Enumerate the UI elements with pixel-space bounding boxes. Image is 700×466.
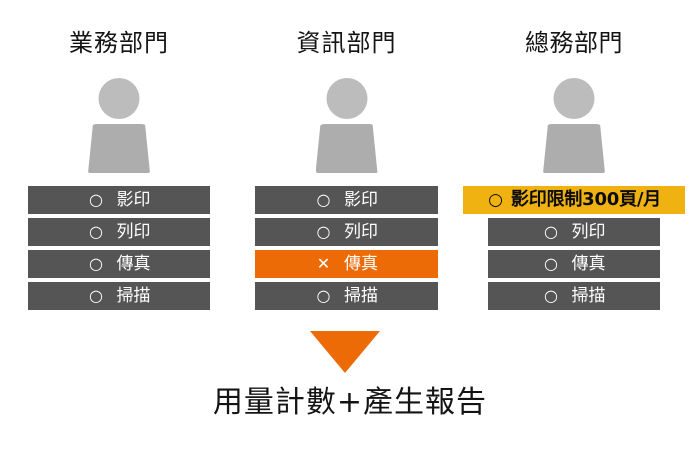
option-row-sales-scan[interactable]: ○ 掃描 [28,282,210,310]
option-label: 列印 [571,221,606,242]
department-title-it: 資訊部門 [296,29,397,57]
option-label: 影印 [344,189,378,210]
person-body-shape [315,124,378,173]
person-head-shape [326,78,367,119]
person-head-shape [98,78,140,119]
option-row-ga-copy-limited[interactable]: ○ 影印限制300頁/月 [463,186,685,214]
cross-blocked-icon: ✕ [316,254,331,273]
option-row-sales-print[interactable]: ○ 列印 [28,218,210,246]
circle-allowed-icon: ○ [316,190,331,209]
person-body-shape [543,124,605,173]
person-head-shape [553,78,595,119]
department-title-sales: 業務部門 [69,29,169,57]
department-column-it: 資訊部門 ○ 影印 ○ 列印 ✕ 傳真 ○ 掃描 [255,0,438,330]
circle-allowed-icon: ○ [488,189,503,210]
option-label: 傳真 [571,253,606,274]
circle-allowed-icon: ○ [89,190,103,209]
circle-allowed-icon: ○ [89,286,103,305]
circle-allowed-icon: ○ [544,222,558,241]
circle-allowed-icon: ○ [544,254,558,273]
circle-allowed-icon: ○ [316,222,331,241]
option-row-it-print[interactable]: ○ 列印 [255,218,438,246]
circle-allowed-icon: ○ [316,286,331,305]
option-label: 掃描 [571,285,606,306]
person-body-shape [88,124,150,173]
option-list-general-affairs: ○ 影印限制300頁/月 ○ 列印 ○ 傳真 ○ 掃描 [463,186,685,310]
option-label: 影印限制300頁/月 [510,189,662,210]
department-column-general-affairs: 總務部門 ○ 影印限制300頁/月 ○ 列印 ○ 傳真 ○ 掃描 [463,0,685,330]
down-triangle-arrow-icon [310,331,380,373]
circle-allowed-icon: ○ [544,286,558,305]
arrow-triangle-shape [310,331,380,373]
circle-allowed-icon: ○ [89,254,103,273]
option-label: 列印 [344,221,378,242]
person-silhouette-icon-it [315,78,378,173]
option-row-sales-copy[interactable]: ○ 影印 [28,186,210,214]
circle-allowed-icon: ○ [89,222,103,241]
option-row-it-fax-blocked[interactable]: ✕ 傳真 [255,250,438,278]
option-label: 影印 [116,189,151,210]
summary-outcome-label: 用量計數+產生報告 [212,385,488,420]
option-row-ga-scan[interactable]: ○ 掃描 [488,282,660,310]
option-label: 傳真 [344,253,378,274]
option-label: 掃描 [344,285,378,306]
option-row-sales-fax[interactable]: ○ 傳真 [28,250,210,278]
option-label: 傳真 [116,253,151,274]
option-list-sales: ○ 影印 ○ 列印 ○ 傳真 ○ 掃描 [28,186,210,310]
option-row-ga-fax[interactable]: ○ 傳真 [488,250,660,278]
person-silhouette-icon-general-affairs [543,78,605,173]
person-silhouette-icon-sales [88,78,150,173]
department-title-general-affairs: 總務部門 [525,29,623,57]
option-list-it: ○ 影印 ○ 列印 ✕ 傳真 ○ 掃描 [255,186,438,310]
option-label: 掃描 [116,285,151,306]
department-column-sales: 業務部門 ○ 影印 ○ 列印 ○ 傳真 ○ 掃描 [28,0,210,330]
option-row-it-copy[interactable]: ○ 影印 [255,186,438,214]
option-row-ga-print[interactable]: ○ 列印 [488,218,660,246]
option-label: 列印 [116,221,151,242]
option-row-it-scan[interactable]: ○ 掃描 [255,282,438,310]
